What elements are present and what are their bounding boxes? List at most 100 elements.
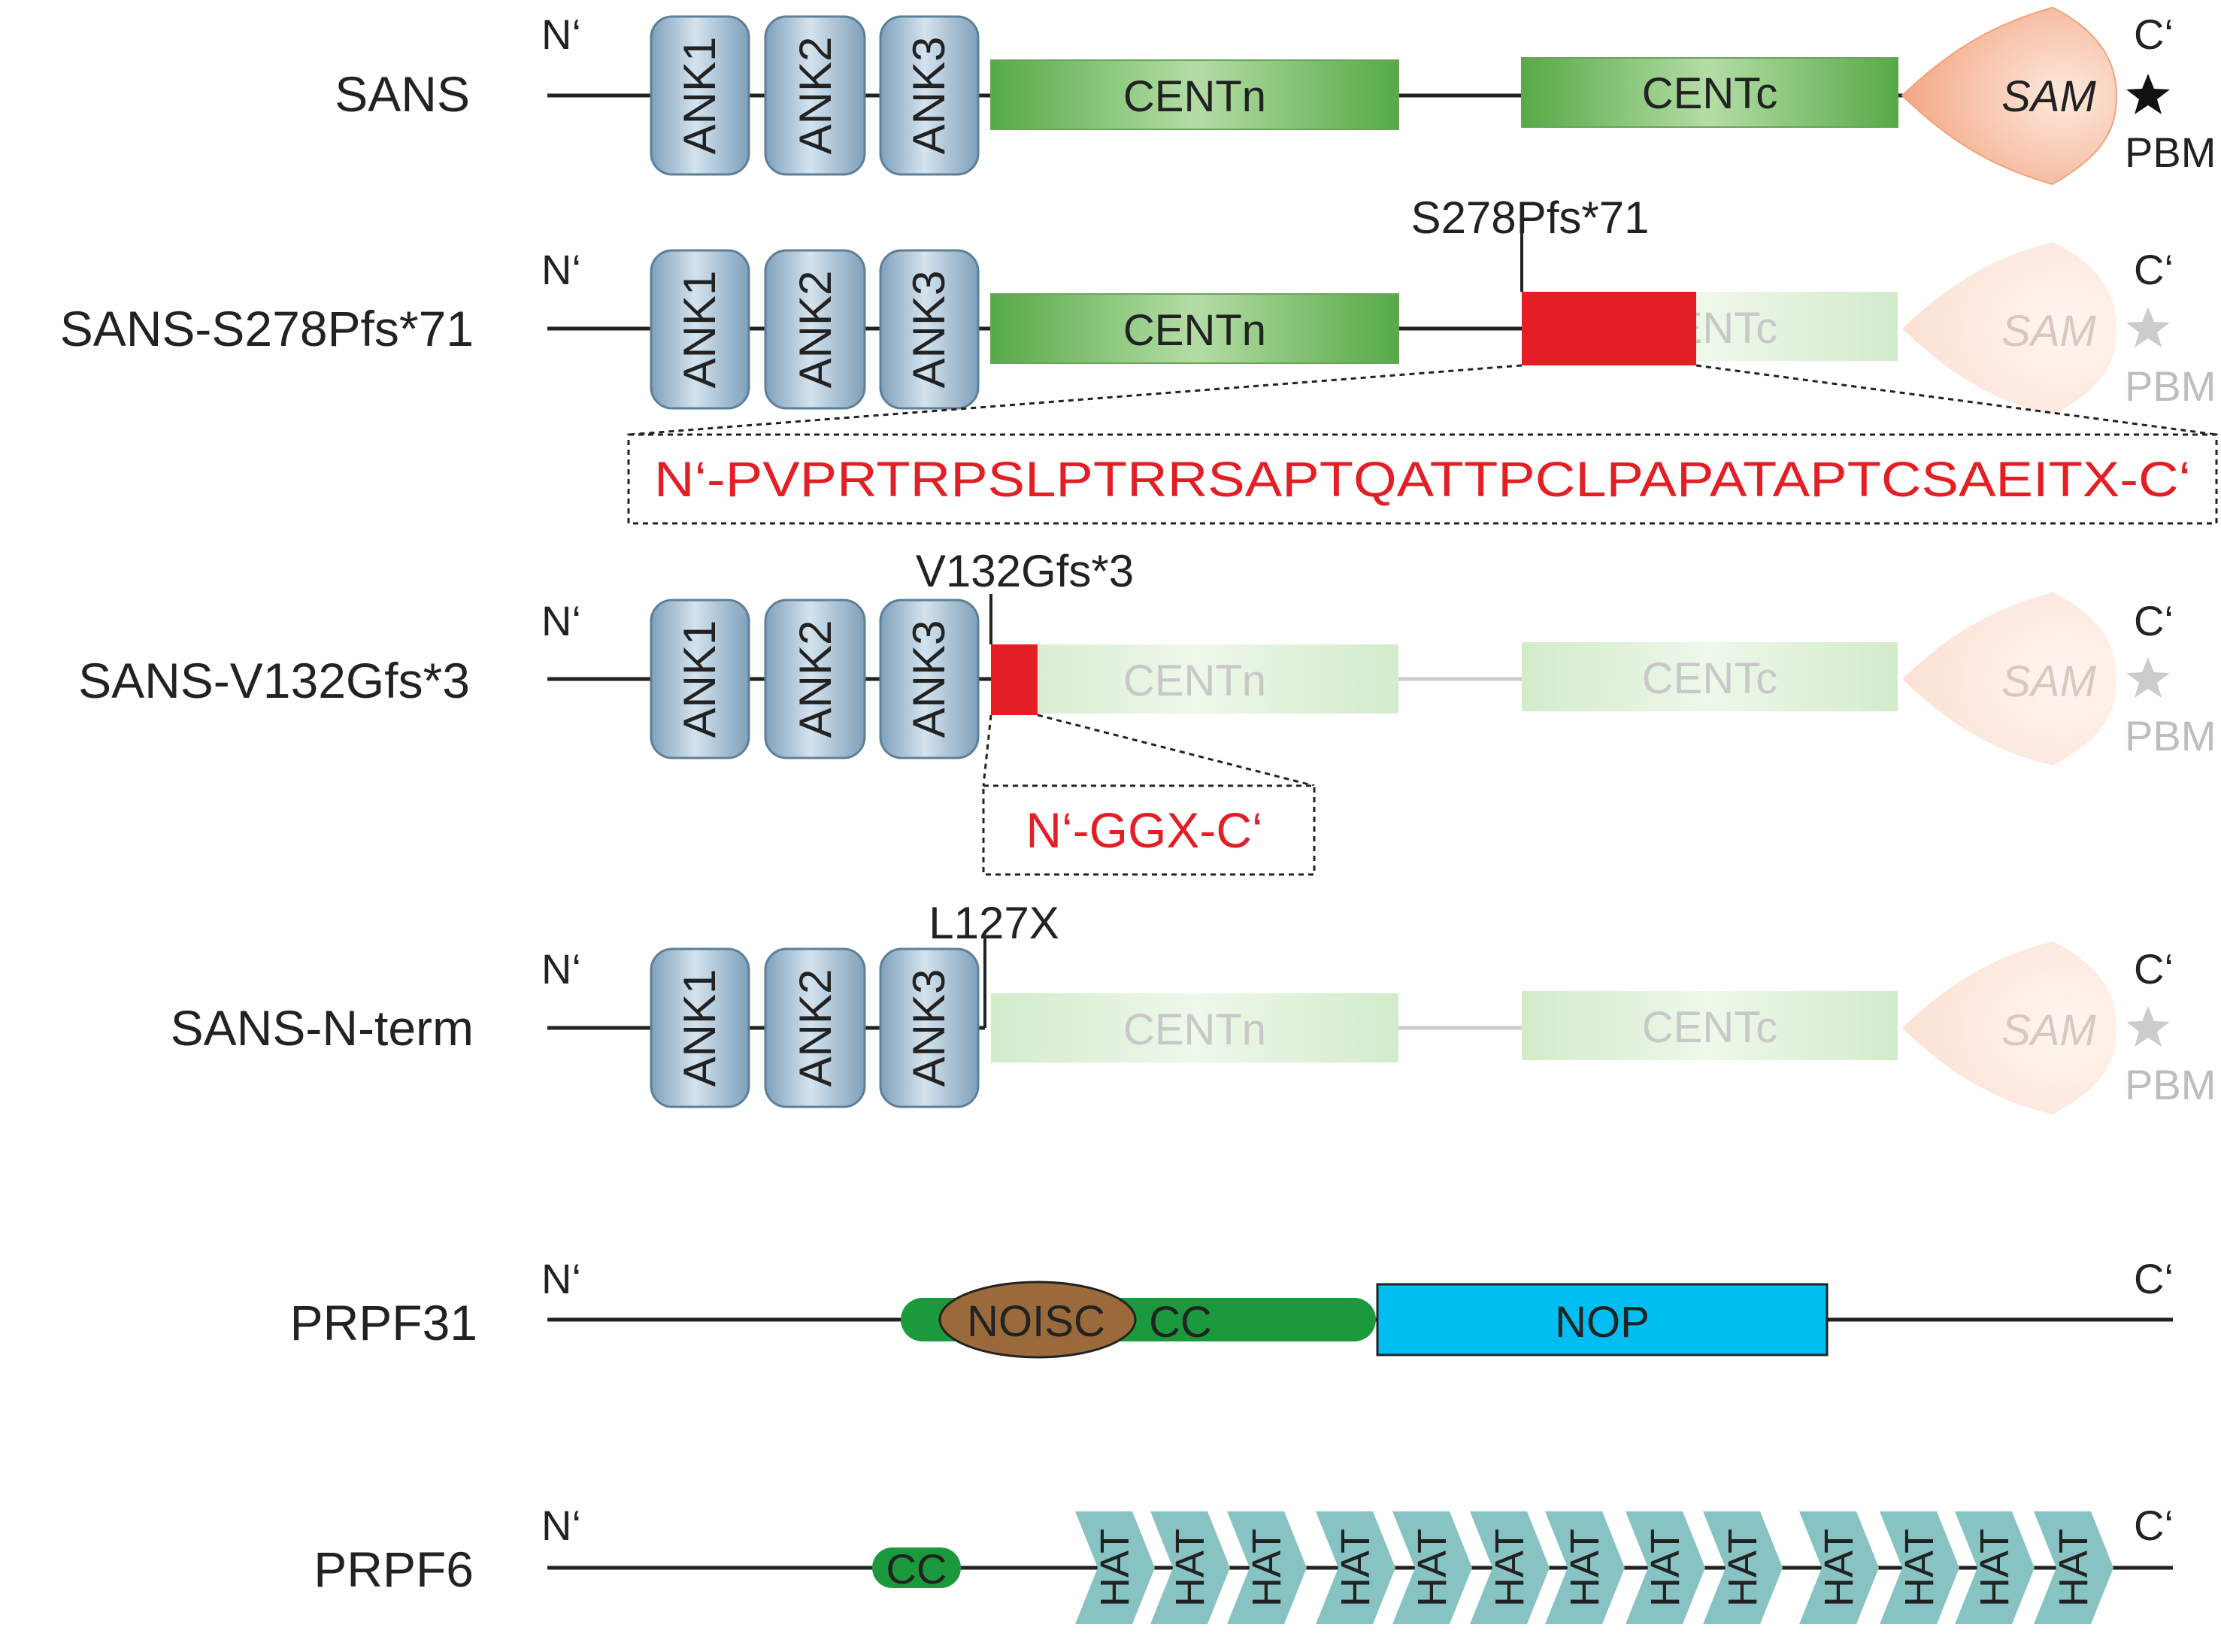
ank3-domain: ANK3 [879, 15, 980, 176]
hat-repeat: HAT [1392, 1511, 1472, 1624]
ank2-domain: ANK2 [764, 15, 866, 176]
sam-domain-faded: SAM [1902, 941, 2116, 1114]
svg-text:NOISC: NOISC [967, 1297, 1105, 1346]
svg-text:ANK1: ANK1 [674, 620, 725, 738]
c-terminus-label: C‘ [2134, 1502, 2174, 1549]
svg-text:SAM: SAM [2001, 72, 2096, 121]
svg-text:CC: CC [1149, 1298, 1212, 1347]
ank1-domain: ANK1 [650, 15, 750, 176]
hat-repeats: HAT HAT HAT HAT HAT HAT HAT HAT HAT HAT HAT HAT HAT [1075, 1511, 2113, 1624]
svg-text:ANK3: ANK3 [904, 969, 954, 1087]
frameshift-region [991, 644, 1038, 715]
ank2-domain: ANK2 [764, 947, 866, 1108]
svg-text:CC: CC [886, 1545, 947, 1593]
hat-label: HAT [1720, 1529, 1765, 1607]
n-terminus-label: N‘ [541, 246, 581, 293]
sam-domain-faded: SAM [1902, 593, 2116, 765]
hat-repeat: HAT [1545, 1511, 1625, 1624]
hat-repeat: HAT [1316, 1511, 1395, 1624]
pbm-label: PBM [2125, 712, 2216, 759]
mutation-label: L127X [929, 898, 1059, 948]
inset-connector-right [1037, 714, 1315, 787]
pbm-label: PBM [2125, 362, 2216, 410]
hat-label: HAT [2051, 1529, 2096, 1607]
row-label-sans-n-term: SANS-N-term [171, 1000, 474, 1056]
svg-text:NOP: NOP [1555, 1298, 1650, 1347]
pbm-star-icon-faded [2126, 1006, 2170, 1047]
svg-text:ANK3: ANK3 [904, 37, 954, 155]
hat-repeat: HAT [1799, 1511, 1879, 1624]
n-terminus-label: N‘ [541, 597, 581, 644]
c-terminus-label: C‘ [2134, 1255, 2174, 1302]
row-label-sans: SANS [335, 66, 470, 122]
centc-domain: CENTc [1521, 57, 1898, 128]
c-terminus-label: C‘ [2134, 597, 2174, 644]
inset-sequence-text: N‘-PVPRTRPSLPTRRSAPTQATTPCLPAPATAPTCSAEI… [654, 451, 2191, 507]
n-terminus-label: N‘ [541, 1502, 581, 1549]
hat-label: HAT [1168, 1529, 1213, 1607]
c-terminus-label: C‘ [2134, 11, 2174, 58]
row-prpf31: PRPF31 N‘ C‘ CC NOISC NOP [290, 1255, 2174, 1359]
centn-domain-faded: CENTn [991, 644, 1398, 714]
nop-domain: NOP [1376, 1283, 1829, 1356]
hat-label: HAT [1487, 1529, 1532, 1607]
svg-text:CENTn: CENTn [1123, 306, 1266, 355]
row-sans-n-term: SANS-N-term N‘ C‘ ANK1 ANK2 ANK3 CENTn C… [171, 898, 2216, 1114]
inset-connector-left [982, 714, 992, 787]
svg-text:CENTn: CENTn [1123, 656, 1266, 705]
hat-label: HAT [1816, 1529, 1862, 1607]
n-terminus-label: N‘ [541, 945, 581, 993]
hat-label: HAT [1972, 1529, 2017, 1607]
ank2-domain: ANK2 [764, 249, 866, 410]
c-terminus-label: C‘ [2134, 945, 2174, 993]
hat-repeat: HAT [1075, 1511, 1155, 1624]
c-terminus-label: C‘ [2134, 246, 2174, 293]
hat-label: HAT [1333, 1529, 1378, 1607]
row-label-sans-v132gfs3: SANS-V132Gfs*3 [78, 653, 470, 708]
hat-repeat: HAT [1626, 1511, 1705, 1624]
centn-domain: CENTn [990, 293, 1399, 364]
mutation-label: S278Pfs*71 [1411, 192, 1650, 243]
svg-text:SAM: SAM [2001, 1006, 2096, 1055]
n-terminus-label: N‘ [541, 11, 581, 58]
svg-text:SAM: SAM [2001, 657, 2096, 706]
ank1-domain: ANK1 [650, 249, 750, 410]
svg-text:CENTc: CENTc [1642, 69, 1777, 118]
ank3-domain: ANK3 [879, 249, 980, 410]
hat-repeat: HAT [1470, 1511, 1550, 1624]
hat-repeat: HAT [1880, 1511, 1959, 1624]
pbm-star-icon [2126, 74, 2170, 114]
svg-text:ANK1: ANK1 [674, 37, 725, 155]
svg-text:ANK2: ANK2 [790, 37, 841, 155]
svg-text:ANK1: ANK1 [674, 969, 725, 1087]
inset-connector-left [628, 364, 1523, 436]
hat-label: HAT [1092, 1529, 1138, 1607]
hat-repeat: HAT [1703, 1511, 1783, 1624]
cc-domain: CC [872, 1545, 961, 1593]
row-label-prpf6: PRPF6 [314, 1541, 474, 1597]
row-sans: SANS N‘ C‘ ANK1 ANK2 ANK3 CENTn CENTc SA… [335, 6, 2216, 186]
ank1-domain: ANK1 [650, 947, 750, 1108]
inset-sequence-text: N‘-GGX-C‘ [1026, 802, 1262, 858]
hat-repeat: HAT [2034, 1511, 2113, 1624]
row-label-sans-s278pfs71: SANS-S278Pfs*71 [60, 301, 474, 356]
svg-text:ANK3: ANK3 [904, 620, 954, 738]
sequence-inset-box [627, 433, 2218, 525]
frameshift-region [1522, 292, 1696, 365]
svg-text:ANK2: ANK2 [790, 271, 841, 389]
noisc-domain: NOISC [938, 1281, 1137, 1359]
hat-label: HAT [1562, 1529, 1607, 1607]
ank1-domain: ANK1 [650, 599, 750, 759]
hat-label: HAT [1244, 1529, 1289, 1607]
pbm-star-icon-faded [2126, 307, 2170, 347]
svg-text:ANK2: ANK2 [790, 969, 841, 1087]
mutation-label: V132Gfs*3 [916, 546, 1134, 596]
row-sans-s278pfs71: SANS-S278Pfs*71 N‘ C‘ ANK1 ANK2 ANK3 CEN… [60, 192, 2218, 525]
sam-domain: SAM [1901, 6, 2118, 186]
centn-domain-faded: CENTn [991, 993, 1398, 1062]
hat-label: HAT [1897, 1529, 1942, 1607]
svg-text:ANK2: ANK2 [790, 620, 841, 738]
svg-text:SAM: SAM [2001, 307, 2096, 356]
svg-text:ANK1: ANK1 [674, 271, 725, 389]
